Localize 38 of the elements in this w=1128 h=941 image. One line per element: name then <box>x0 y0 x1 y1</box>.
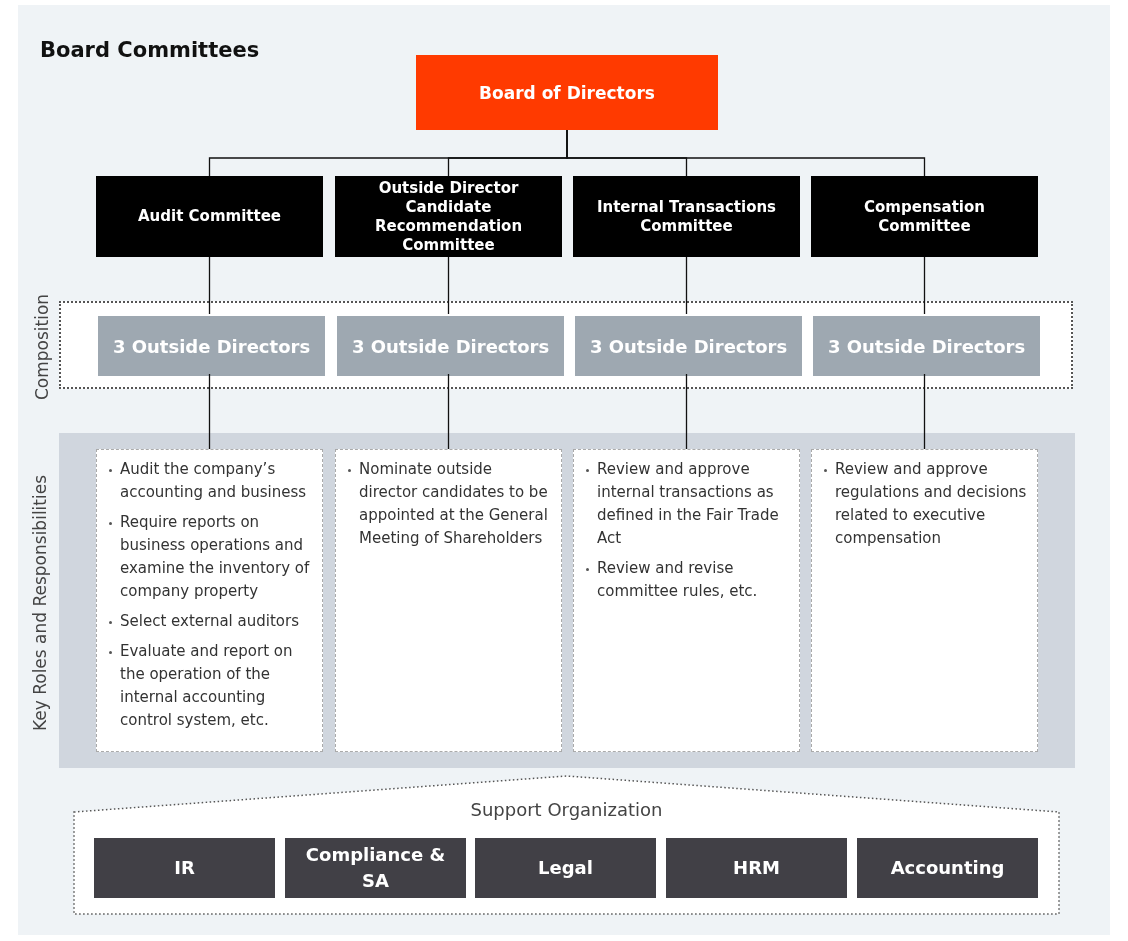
responsibilities-card <box>96 449 323 752</box>
bullet-item: Review and approve internal transactions as defined in the Fair Trade Act <box>586 458 789 550</box>
bullet-item: Review and revise committee rules, etc. <box>586 557 789 603</box>
composition-box: 3 Outside Directors <box>813 316 1040 376</box>
bullet-item: Nominate outside director candidates to be appointed at the General Meeting of Shareholders <box>348 458 551 550</box>
bullet-item: Select external auditors <box>109 610 312 633</box>
support-unit-box: HRM <box>666 838 847 898</box>
bullet-item: Require reports on business operations and examine the inventory of company property <box>109 511 312 603</box>
committee-box: Outside Director Candidate Recommendation Committee <box>335 176 562 257</box>
connector-line <box>923 373 926 450</box>
responsibilities-card <box>335 449 562 752</box>
support-unit-box: IR <box>94 838 275 898</box>
bullet-item: Evaluate and report on the operation of the internal accounting control system, etc. <box>109 640 312 732</box>
connector-line <box>685 373 688 450</box>
connector-line <box>447 256 450 315</box>
composition-box: 3 Outside Directors <box>337 316 564 376</box>
committee-box: Audit Committee <box>96 176 323 257</box>
support-unit-box: Compliance & SA <box>285 838 466 898</box>
support-unit-box: Accounting <box>857 838 1038 898</box>
group-heading: Support Organization <box>469 799 664 820</box>
responsibilities-card <box>811 449 1038 752</box>
diagram-title: Board Committees <box>40 38 260 62</box>
connector-line <box>208 256 211 315</box>
board-box: Board of Directors <box>416 55 718 130</box>
committee-box: Internal Transactions Committee <box>573 176 800 257</box>
composition-box: 3 Outside Directors <box>98 316 325 376</box>
committee-box: Compensation Committee <box>811 176 1038 257</box>
support-unit-box: Legal <box>475 838 656 898</box>
connector-line <box>685 256 688 315</box>
connector-line <box>566 129 926 177</box>
connector-line <box>208 373 211 450</box>
connector-line <box>447 373 450 450</box>
responsibilities-card <box>573 449 800 752</box>
bullet-item: Review and approve regulations and decisions related to executive compensation <box>824 458 1027 550</box>
connector-line <box>923 256 926 315</box>
bullet-item: Audit the company’s accounting and business <box>109 458 312 504</box>
composition-box: 3 Outside Directors <box>575 316 802 376</box>
section-label: Key Roles and Responsibilities <box>29 473 51 733</box>
